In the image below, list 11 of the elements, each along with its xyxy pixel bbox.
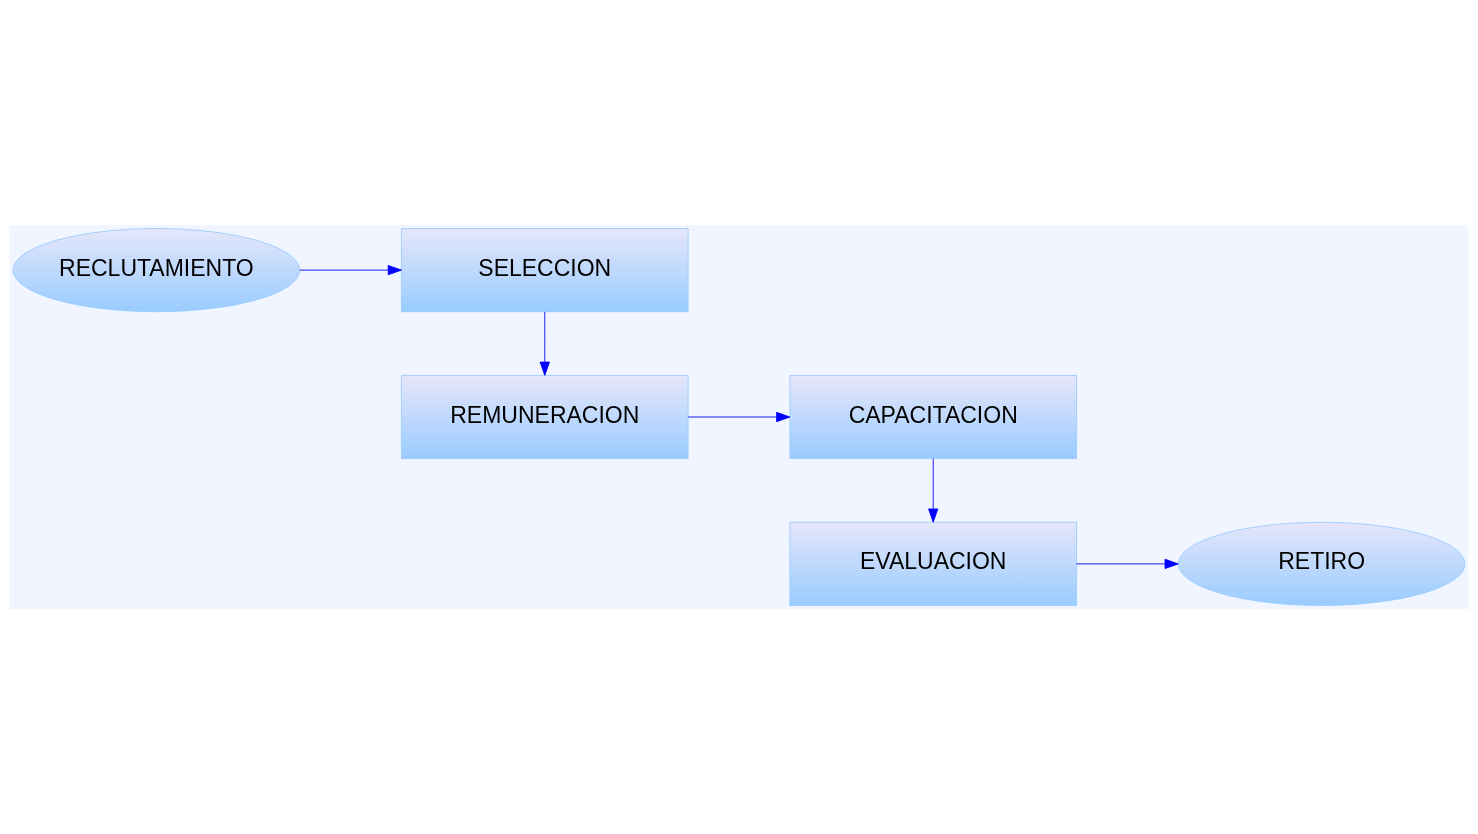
arrow (539, 311, 550, 376)
arrow (299, 265, 402, 276)
arrow (687, 411, 791, 423)
arrow (1076, 558, 1179, 569)
arrow (928, 458, 939, 523)
node-box: CAPACITACION (789, 374, 1077, 460)
node-ellipse: RETIRO (1177, 521, 1466, 606)
node-box: REMUNERACION (401, 374, 689, 460)
node-ellipse: RECLUTAMIENTO (12, 228, 301, 313)
node-box: EVALUACION (789, 521, 1077, 606)
node-box: SELECCION (401, 228, 689, 313)
